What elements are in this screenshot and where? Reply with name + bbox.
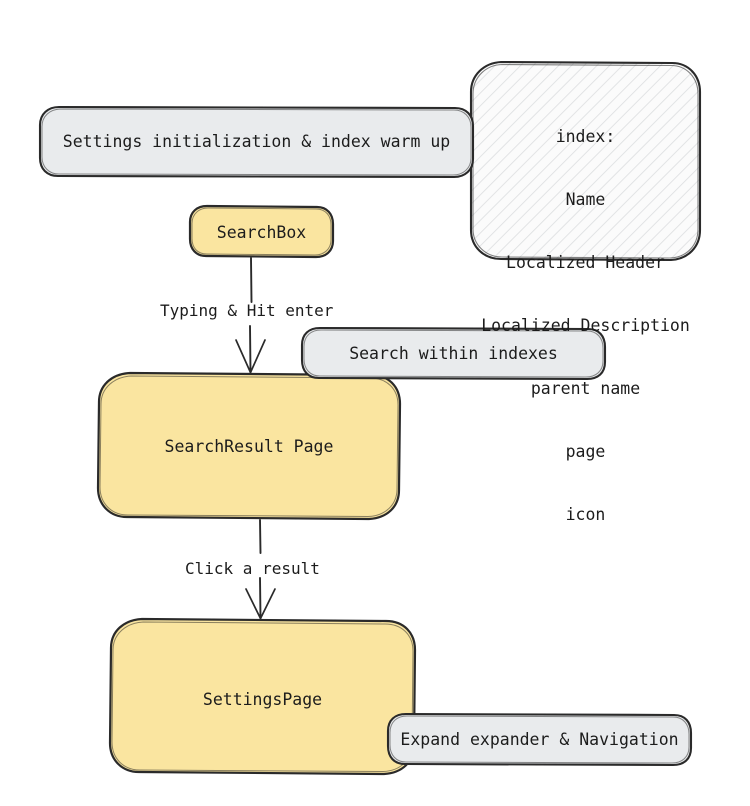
settings-page-hitbox[interactable] [110, 619, 415, 774]
node-settings-init[interactable] [38, 105, 475, 179]
index-note-hitbox[interactable] [471, 62, 700, 260]
search-box-sketch-stroke [191, 207, 332, 256]
node-search-result-page[interactable] [96, 371, 402, 521]
edge-searchbox-to-results [235, 257, 266, 374]
expand-expander-sketch-stroke [389, 715, 690, 764]
expand-expander-shape [386, 712, 693, 767]
node-search-box[interactable] [188, 204, 335, 259]
edge-results-to-settings [245, 519, 276, 620]
edge-label-click-a-result: Click a result [185, 559, 320, 578]
search-box-hitbox[interactable] [190, 206, 333, 257]
node-expand-expander[interactable] [386, 712, 693, 767]
settings-init-hitbox[interactable] [40, 107, 473, 177]
settings-init-shape [38, 105, 475, 179]
search-within-sketch-stroke [303, 329, 604, 378]
edge-label-typing-hit-enter: Typing & Hit enter [160, 301, 334, 320]
index-box-shape [469, 60, 702, 262]
search-result-page-hitbox[interactable] [98, 373, 400, 519]
index-box-sketch-stroke [472, 63, 699, 259]
settings-init-sketch-stroke [41, 108, 472, 176]
node-search-within[interactable] [300, 326, 607, 381]
search-result-page-shape [96, 371, 402, 521]
node-index[interactable] [469, 60, 702, 262]
search-box-shape [188, 204, 335, 259]
expand-expander-hitbox[interactable] [388, 714, 691, 765]
search-within-hitbox[interactable] [302, 328, 605, 379]
search-result-page-sketch-stroke [99, 375, 399, 517]
search-within-shape [300, 326, 607, 381]
